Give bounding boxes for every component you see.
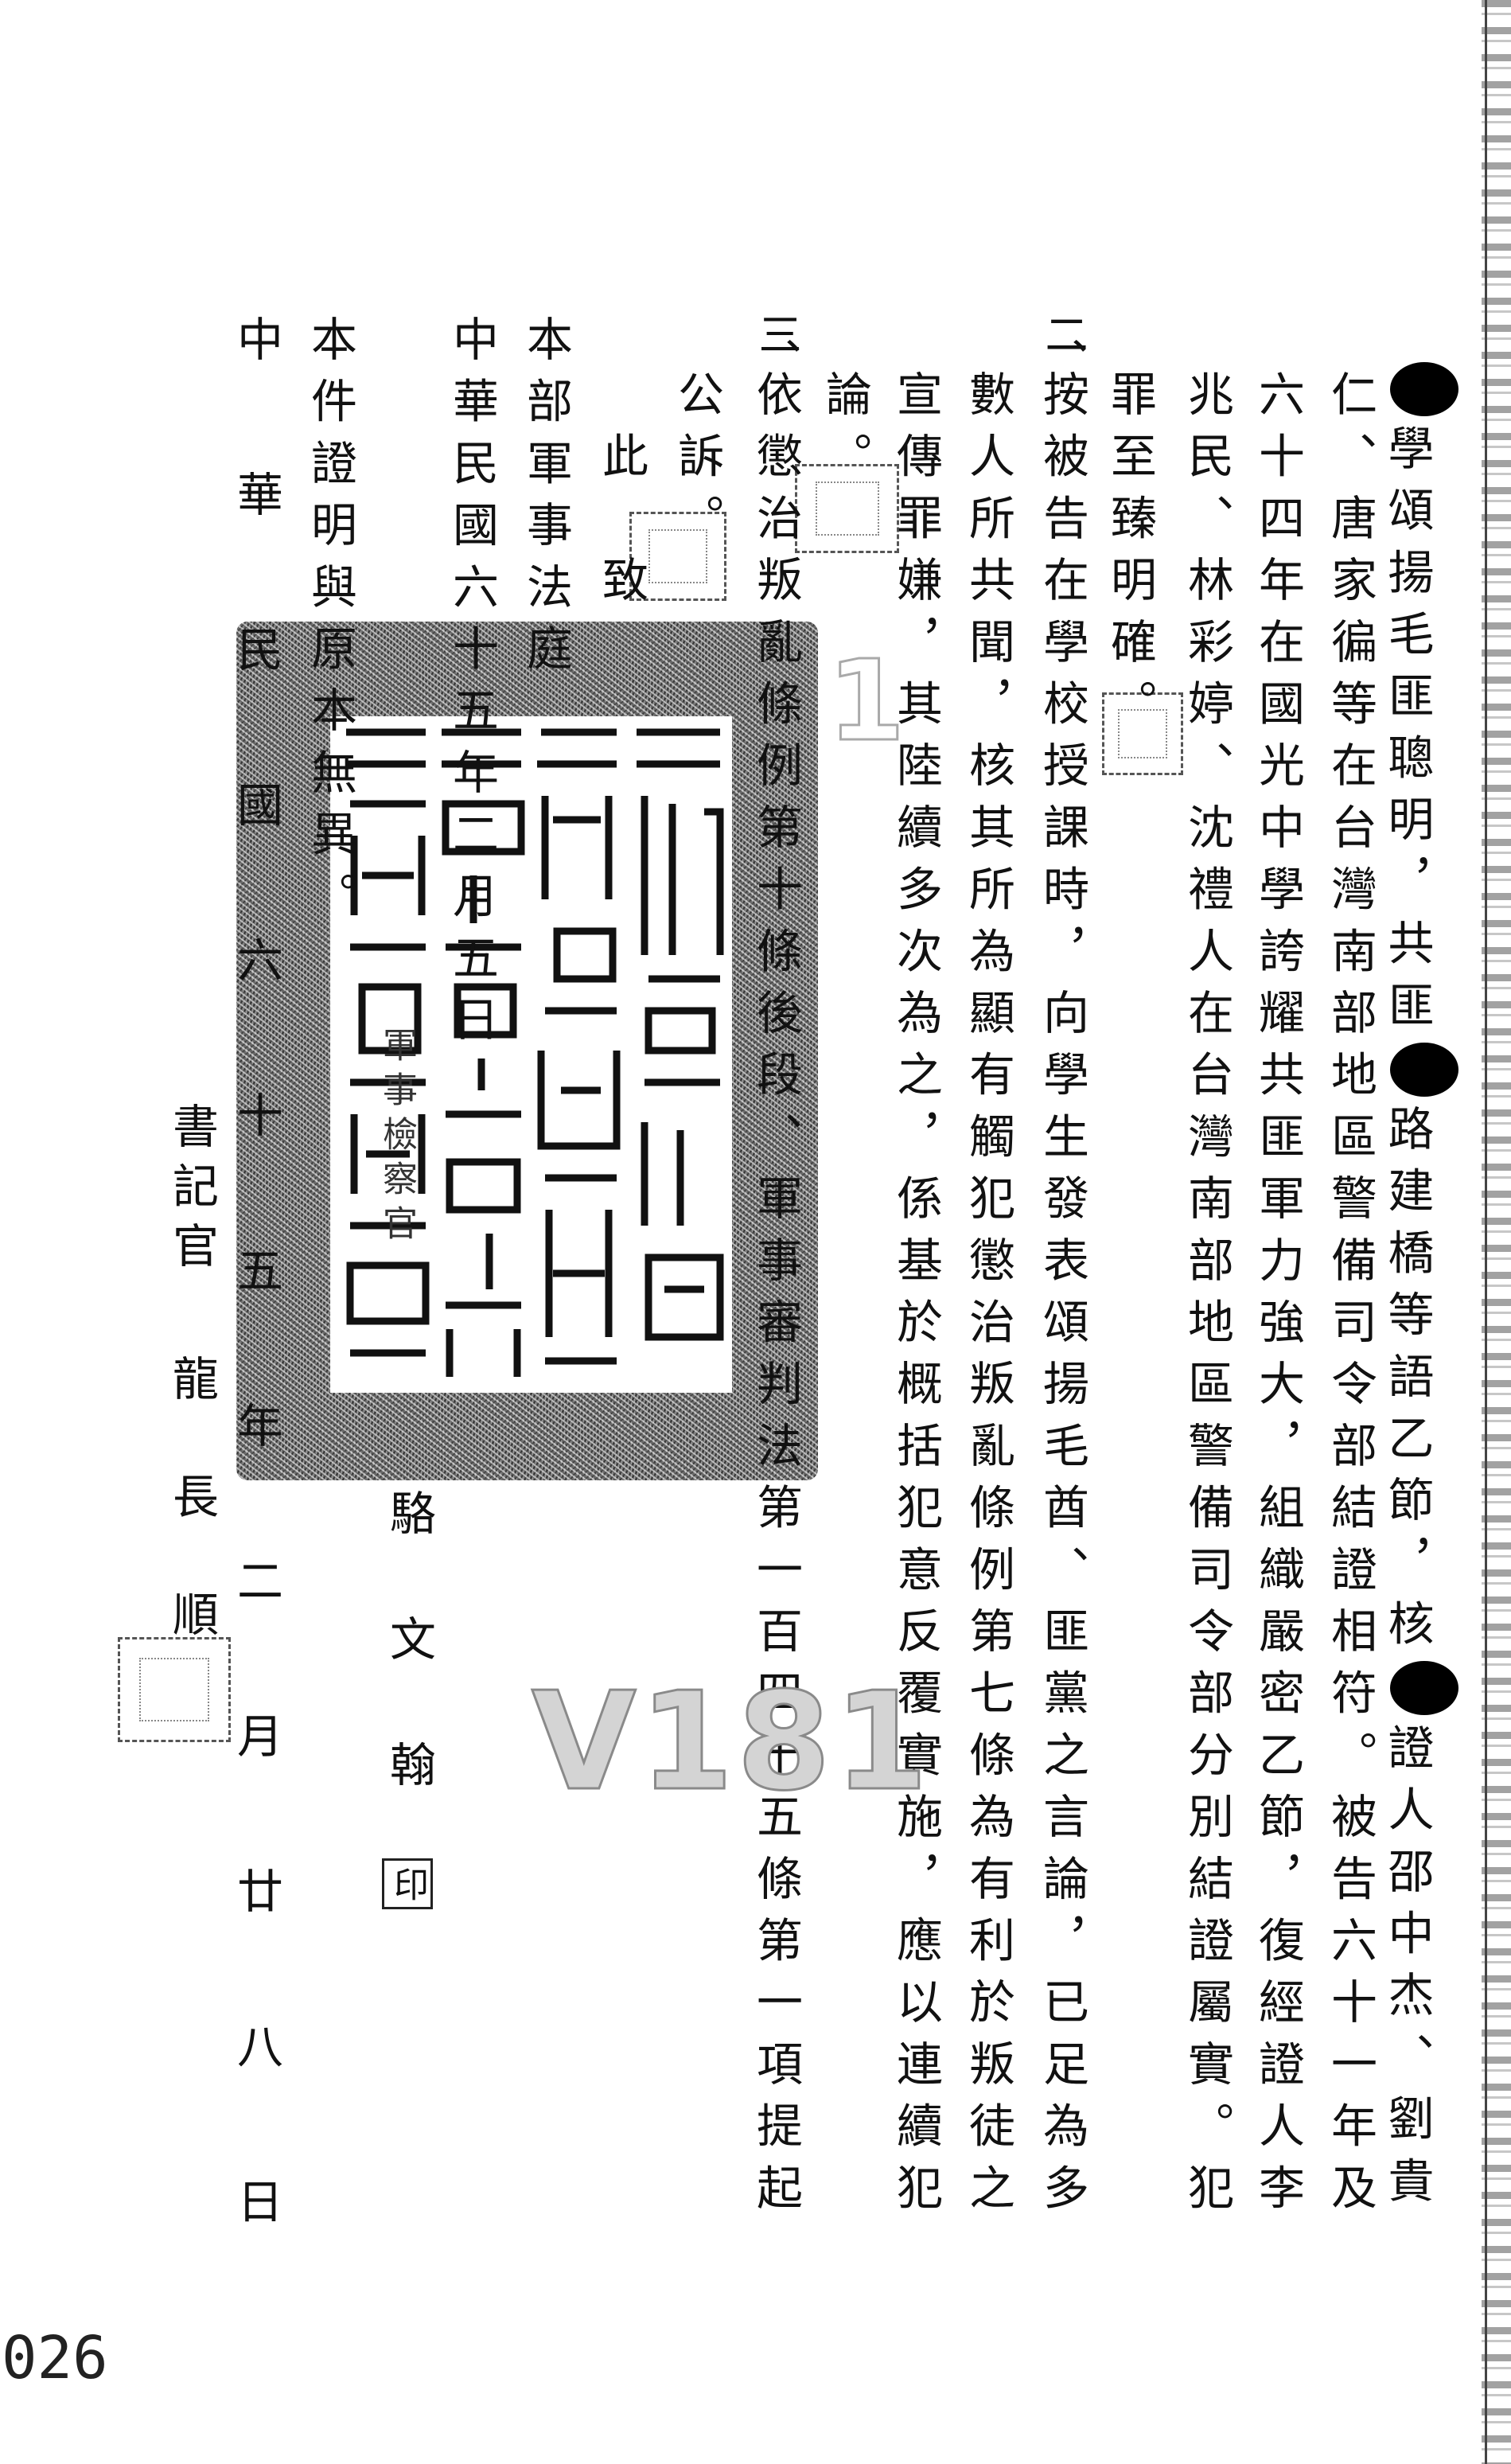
text-column-2: 仁、唐家徧等在台灣南部地區警備司令部結證相符。被告六十一年及	[1323, 370, 1377, 2225]
seal-script-area	[330, 716, 732, 1393]
seal-mark: 印	[382, 1858, 433, 1909]
text-column-11: 公訴。	[670, 370, 724, 556]
clerk-title: 書記官	[165, 1102, 219, 1281]
page-number: 026	[2, 2324, 108, 2392]
clerk-stamp	[118, 1637, 231, 1742]
certification-statement: 本件證明與原本無異。	[303, 315, 357, 934]
watermark-digit: 1	[826, 636, 905, 768]
certification-date: 中華民國六十五年二月廿八日	[229, 315, 283, 2333]
redaction-mark	[1390, 362, 1458, 416]
closing-phrase: 此 致	[594, 370, 648, 618]
text-column-4: 兆民、林彩婷、沈禮人在台灣南部地區警備司令部分別結證屬實。犯	[1180, 370, 1234, 2225]
prosecutor-title: 軍事檢察官	[376, 1027, 417, 1250]
seal-script-glyphs	[346, 728, 724, 1377]
text-segment: 路建橋等語乙節，核	[1380, 1105, 1435, 1662]
text-column-3: 六十四年在國光中學誇耀共匪軍力強大，組織嚴密乙節，復經證人李	[1251, 370, 1305, 2225]
redaction-mark	[1390, 1661, 1458, 1716]
addressee: 本部軍事法庭	[519, 315, 573, 687]
text-column-5: 罪至臻明確。	[1103, 370, 1157, 742]
item-number-3: 三、	[751, 312, 801, 363]
text-segment: 證人邵中杰、劉貴	[1380, 1723, 1435, 2218]
text-column-8: 宣傳罪嫌，其陸續多次為之，係基於概括犯意反覆實施，應以連續犯	[889, 370, 943, 2225]
text-segment: 學頌揚毛匪聰明，共匪	[1380, 424, 1435, 1043]
text-column-10: 依懲治叛亂條例第十條後段、軍事審判法第一百四十五條第一項提起	[749, 370, 803, 2225]
watermark-id: V181	[530, 1663, 932, 1823]
text-column-9: 論。	[818, 370, 872, 494]
issue-date: 中華民國六十五年二月五日	[445, 315, 499, 1058]
text-column-1: 學頌揚毛匪聰明，共匪路建橋等語乙節，核證人邵中杰、劉貴	[1380, 362, 1458, 2218]
redaction-mark	[1390, 1043, 1458, 1097]
official-seal	[236, 622, 818, 1480]
clerk-stamp	[795, 464, 899, 553]
clerk-stamp	[629, 512, 726, 601]
text-column-6: 按被告在學校授課時，向學生發表頌揚毛酋、匪黨之言論，已足為多	[1035, 370, 1089, 2225]
clerk-name: 龍長順	[165, 1355, 219, 1708]
page-edge-line	[1485, 0, 1487, 2464]
prosecutor-name: 駱文翰	[382, 1489, 436, 1866]
text-column-7: 數人所共聞，核其所為顯有觸犯懲治叛亂條例第七條為有利於叛徒之	[961, 370, 1015, 2225]
item-number-2: 二、	[1038, 312, 1088, 363]
clerk-stamp	[1102, 692, 1183, 775]
